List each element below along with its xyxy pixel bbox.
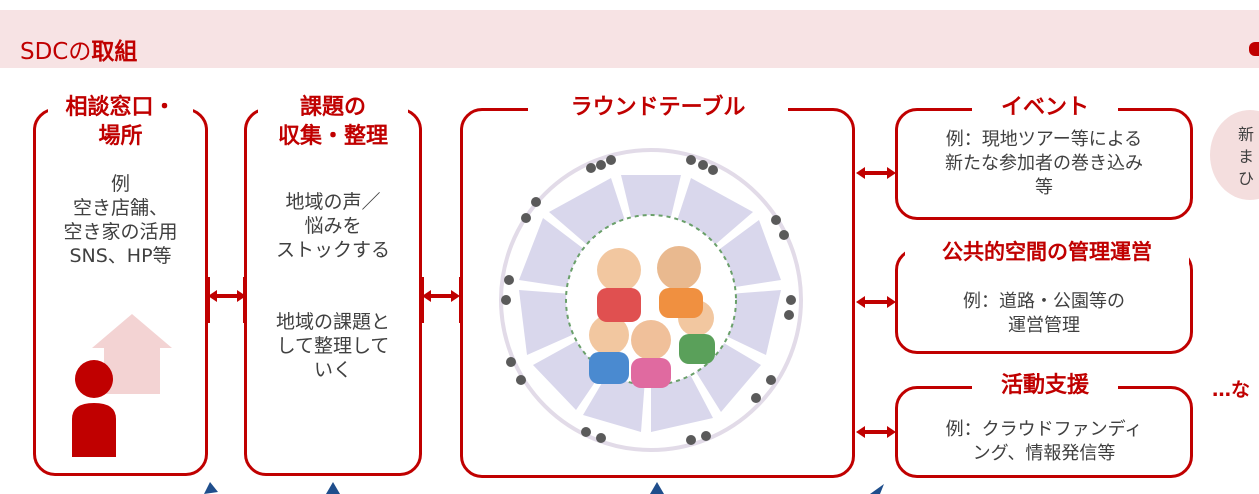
up-arrow-icon <box>204 482 218 494</box>
public-space-text: 例：道路・公園等の 運営管理 <box>898 290 1190 338</box>
up-arrow-icon <box>650 482 664 494</box>
issues-title: 課題の 収集・整理 <box>258 93 408 151</box>
support-title: 活動支援 <box>972 371 1118 400</box>
event-line: 新たな参加者の巻き込み <box>945 153 1143 174</box>
people-icon <box>589 246 715 388</box>
double-arrow-icon <box>422 290 460 302</box>
connector-bar <box>420 277 424 323</box>
support-line: ング、情報発信等 <box>972 443 1116 464</box>
event-line: 等 <box>1035 177 1053 198</box>
consult-title: 相談窓口・ 場所 <box>48 93 193 151</box>
consult-line: SNS、HP等 <box>69 245 172 267</box>
support-line: 例：クラウドファンディ <box>945 419 1143 440</box>
issues-line: 悩みを <box>304 215 362 237</box>
roundtable-title: ラウンドテーブル <box>528 93 788 122</box>
event-text: 例：現地ツアー等による 新たな参加者の巻き込み 等 <box>898 128 1190 200</box>
up-arrow-icon <box>870 484 884 494</box>
public-space-line: 例：道路・公園等の <box>963 291 1125 312</box>
etc-label: …な <box>1212 379 1251 401</box>
up-arrow-icon <box>326 482 340 494</box>
consult-box <box>33 108 208 476</box>
issues-line: いく <box>313 359 352 381</box>
double-arrow-icon <box>856 167 896 179</box>
double-arrow-icon <box>856 296 896 308</box>
roundtable-illustration <box>499 148 803 452</box>
issues-text-a: 地域の声／ 悩みを ストックする <box>248 190 418 262</box>
side-circle-text: 新まひ <box>1238 125 1255 188</box>
issues-text-b: 地域の課題と して整理して いく <box>248 310 418 382</box>
issues-box <box>244 108 422 476</box>
support-box <box>895 386 1193 478</box>
support-text: 例：クラウドファンディ ング、情報発信等 <box>898 418 1190 466</box>
public-space-line: 運営管理 <box>1008 315 1080 336</box>
page-title: SDCの取組 <box>20 39 138 65</box>
double-arrow-icon <box>208 290 246 302</box>
header-marker <box>1249 42 1259 56</box>
consult-line: 空き店舗、 <box>72 197 168 219</box>
consult-line: 例 <box>110 173 130 195</box>
public-space-title: 公共的空間の管理運営 <box>905 238 1189 267</box>
issues-line: 地域の声／ <box>285 191 381 213</box>
double-arrow-icon <box>856 426 896 438</box>
event-title: イベント <box>972 93 1118 122</box>
issues-line: 地域の課題と <box>275 311 390 333</box>
issues-line: ストックする <box>275 239 390 261</box>
event-line: 例：現地ツアー等による <box>945 129 1143 150</box>
consult-line: 空き家の活用 <box>63 221 178 243</box>
connector-bar <box>206 277 210 323</box>
issues-line: して整理して <box>276 335 390 357</box>
consult-text: 例 空き店舗、 空き家の活用 SNS、HP等 <box>36 172 205 268</box>
person-icon <box>72 360 116 457</box>
header-band: SDCの取組 <box>0 10 1259 68</box>
